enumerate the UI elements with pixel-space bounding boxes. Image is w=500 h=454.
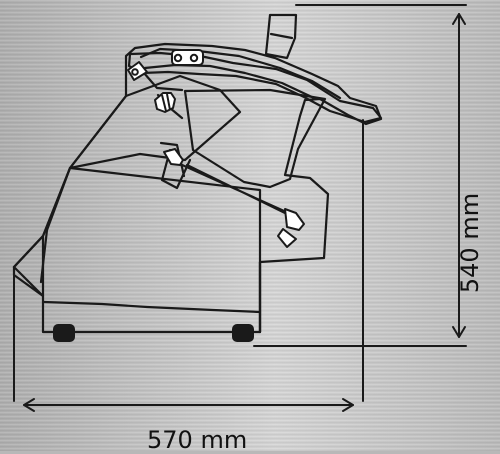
machine-chute-outline bbox=[183, 88, 327, 189]
rod-tip-left bbox=[163, 148, 184, 166]
right-foot bbox=[232, 324, 254, 342]
machine-top-tube bbox=[264, 13, 298, 60]
machine-lid-arm bbox=[127, 51, 383, 124]
width-arrow-right bbox=[342, 398, 354, 412]
machine-top-tube-inner bbox=[269, 32, 294, 40]
height-arrow-bottom bbox=[452, 326, 466, 338]
machine-lid-handle-bottom bbox=[143, 63, 316, 100]
machine-upper-panel bbox=[68, 74, 242, 170]
width-arrow-left bbox=[23, 398, 35, 412]
latch-dot bbox=[131, 68, 139, 76]
machine-body-outline bbox=[12, 42, 383, 334]
height-arrow-top bbox=[452, 13, 466, 25]
lid-screw-2 bbox=[189, 53, 199, 63]
width-dimension-label: 570 mm bbox=[147, 426, 248, 454]
height-dimension-label: 540 mm bbox=[456, 192, 484, 294]
machine-lower-base bbox=[42, 300, 262, 314]
lid-screw-1 bbox=[173, 53, 183, 63]
rod-stub-right bbox=[277, 228, 297, 248]
rod-tip-right bbox=[284, 208, 305, 231]
machine-side-rail bbox=[39, 166, 72, 284]
knob-grip bbox=[161, 93, 171, 112]
machine-lid-handle-top bbox=[139, 47, 342, 100]
left-foot bbox=[53, 324, 75, 342]
